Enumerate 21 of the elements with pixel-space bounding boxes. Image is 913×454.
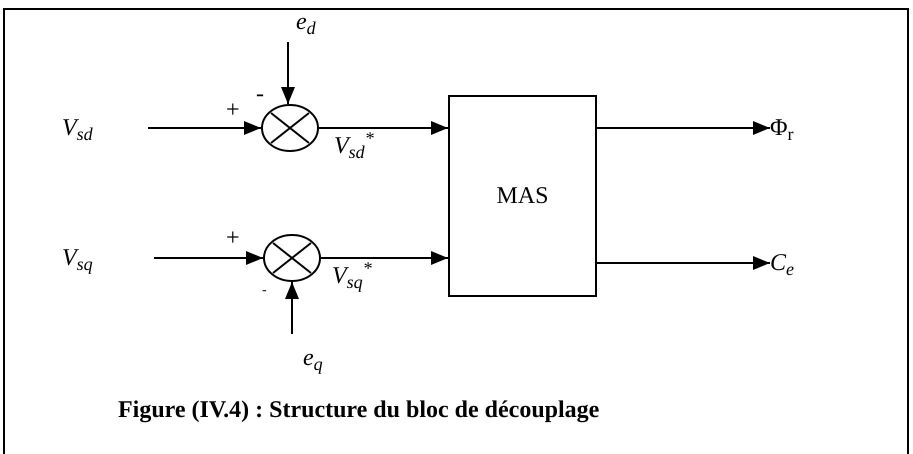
process-box bbox=[448, 95, 597, 297]
arrow bbox=[148, 121, 261, 135]
edge-label: - bbox=[256, 82, 264, 106]
edge-label: - bbox=[262, 284, 267, 298]
edge-label: + bbox=[226, 226, 240, 250]
output-label: C$_{e}$ bbox=[770, 251, 794, 275]
block-label: MAS bbox=[496, 184, 549, 208]
input-label: V$_{sd}$ bbox=[62, 116, 93, 140]
summing-junction bbox=[263, 234, 321, 282]
edge-label: + bbox=[226, 98, 240, 122]
arrow bbox=[597, 121, 770, 135]
arrow bbox=[597, 256, 770, 270]
arrow bbox=[285, 282, 299, 334]
arrow bbox=[319, 121, 448, 135]
arrow bbox=[281, 42, 295, 104]
arrow bbox=[321, 251, 448, 265]
output-label: Φ$_{r}$ bbox=[770, 116, 794, 140]
summing-junction bbox=[261, 104, 319, 152]
arrow bbox=[154, 251, 263, 265]
figure-caption: Figure (IV.4) : Structure du bloc de découplage bbox=[118, 396, 600, 425]
disturbance-label: e$_{d}$ bbox=[296, 10, 316, 34]
